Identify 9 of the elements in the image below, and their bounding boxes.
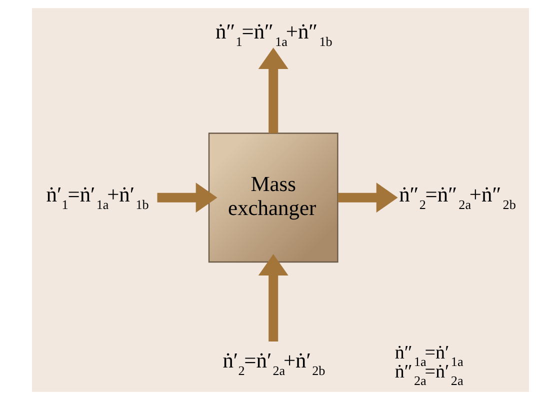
node-text: ṅ″$_{1}$=ṅ″$_{1a}$+ṅ″$_{1b}$ [215, 19, 332, 49]
arrow [156, 182, 217, 213]
arrow [258, 254, 288, 342]
arrow [337, 182, 398, 213]
node-text: ṅ′$_{2}$=ṅ′$_{2a}$+ṅ′$_{2b}$ [222, 348, 325, 378]
node-text: ṅ″$_{2}$=ṅ″$_{2a}$+ṅ″$_{2b}$ [398, 182, 516, 212]
arrow [258, 48, 288, 134]
node-box: Mass exchanger [208, 132, 338, 263]
node-text: ṅ′$_{1}$=ṅ′$_{1a}$+ṅ′$_{1b}$ [46, 182, 148, 212]
